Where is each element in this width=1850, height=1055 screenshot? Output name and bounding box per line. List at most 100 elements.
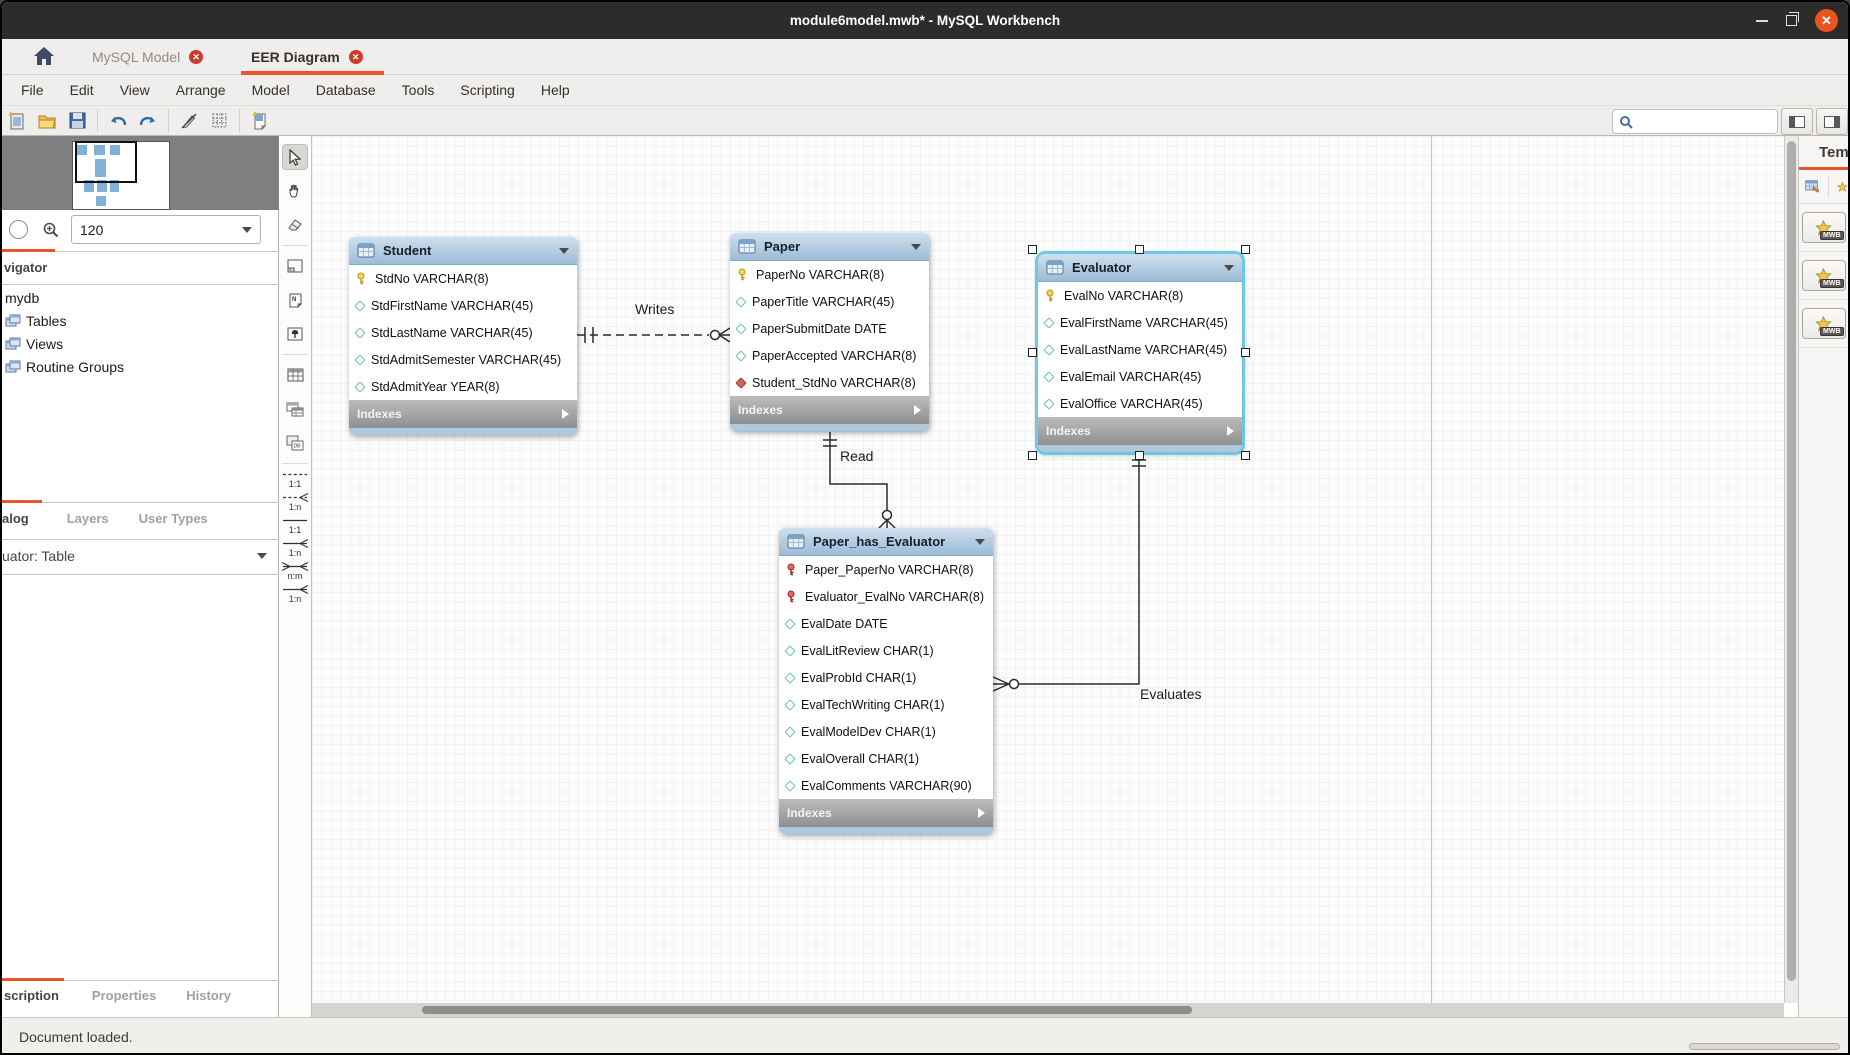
table-column-row[interactable]: Evaluator_EvalNo VARCHAR(8)	[779, 583, 993, 610]
toggle-grid-button[interactable]	[204, 108, 234, 134]
table-header[interactable]: Paper	[730, 233, 929, 261]
template-mwb-button[interactable]: MWB	[1801, 260, 1846, 291]
menu-file[interactable]: File	[21, 82, 44, 98]
relationship-evaluates[interactable]	[992, 452, 1146, 692]
table-column-row[interactable]: EvalOffice VARCHAR(45)	[1038, 390, 1242, 417]
tool-relationship-1-1-non-identifying[interactable]: 1:1	[280, 469, 310, 489]
close-tab-icon[interactable]: ✕	[348, 50, 363, 64]
tab-mysql-model[interactable]: MySQL Model ✕	[82, 39, 213, 75]
collapse-table-icon[interactable]	[911, 243, 921, 250]
tool-new-view[interactable]	[282, 396, 308, 422]
minimap-viewport[interactable]	[75, 141, 137, 183]
tool-select[interactable]	[282, 144, 308, 170]
tool-eraser[interactable]	[282, 212, 308, 238]
table-header[interactable]: Student	[349, 237, 577, 265]
vertical-scrollbar-thumb[interactable]	[1787, 141, 1796, 981]
tool-relationship-n-m-identifying[interactable]: n:m	[280, 561, 310, 581]
tool-relationship-1-n-identifying[interactable]: 1:n	[280, 584, 310, 604]
menu-scripting[interactable]: Scripting	[460, 82, 515, 98]
table-header[interactable]: Evaluator	[1038, 254, 1242, 282]
table-column-row[interactable]: EvalComments VARCHAR(90)	[779, 772, 993, 799]
horizontal-scrollbar-thumb[interactable]	[422, 1006, 1192, 1014]
search-input[interactable]	[1638, 114, 1758, 129]
tab-history[interactable]: History	[186, 988, 232, 1003]
tool-new-table[interactable]	[282, 362, 308, 388]
table-column-row[interactable]: EvalTechWriting CHAR(1)	[779, 691, 993, 718]
open-model-button[interactable]	[32, 108, 62, 134]
redo-button[interactable]	[133, 108, 163, 134]
table-column-row[interactable]: PaperSubmitDate DATE	[730, 315, 929, 342]
selection-handle[interactable]	[1241, 245, 1250, 254]
selection-handle[interactable]	[1135, 245, 1144, 254]
table-column-row[interactable]: PaperNo VARCHAR(8)	[730, 261, 929, 288]
zoom-out-icon[interactable]	[9, 220, 28, 239]
table-column-row[interactable]: EvalOverall CHAR(1)	[779, 745, 993, 772]
toggle-left-panel-button[interactable]	[1781, 108, 1813, 135]
template-mwb-button[interactable]: MWB	[1801, 212, 1846, 243]
indexes-bar[interactable]: Indexes	[779, 799, 993, 827]
table-column-row[interactable]: EvalLastName VARCHAR(45)	[1038, 336, 1242, 363]
new-model-button[interactable]	[2, 108, 32, 134]
menu-tools[interactable]: Tools	[401, 82, 435, 98]
tree-item-mydb[interactable]: mydb	[2, 286, 279, 309]
selection-handle[interactable]	[1028, 245, 1037, 254]
tab-eer-diagram[interactable]: EER Diagram ✕	[241, 39, 373, 75]
selection-handle[interactable]	[1135, 451, 1144, 460]
menu-view[interactable]: View	[119, 82, 150, 98]
table-column-row[interactable]: StdNo VARCHAR(8)	[349, 265, 577, 292]
tree-item-routine-groups[interactable]: Routine Groups	[2, 355, 279, 378]
table-column-row[interactable]: EvalDate DATE	[779, 610, 993, 637]
horizontal-scrollbar[interactable]	[312, 1003, 1784, 1017]
template-mwb-button[interactable]: MWB	[1801, 308, 1846, 339]
undo-button[interactable]	[103, 108, 133, 134]
relationship-label-writes[interactable]: Writes	[635, 301, 675, 317]
tool-new-routine-group[interactable]: DB	[282, 430, 308, 456]
selection-combobox[interactable]: uator: Table	[2, 548, 279, 564]
table-column-row[interactable]: EvalModelDev CHAR(1)	[779, 718, 993, 745]
selection-handle[interactable]	[1241, 451, 1250, 460]
minimize-icon[interactable]	[1756, 19, 1768, 22]
collapse-table-icon[interactable]	[1224, 264, 1234, 271]
table-column-row[interactable]: EvalNo VARCHAR(8)	[1038, 282, 1242, 309]
tab-user-types[interactable]: User Types	[138, 511, 208, 526]
table-column-row[interactable]: PaperTitle VARCHAR(45)	[730, 288, 929, 315]
zoom-in-icon[interactable]	[42, 221, 60, 239]
relationship-label-evaluates[interactable]: Evaluates	[1140, 686, 1202, 702]
collapse-table-icon[interactable]	[975, 538, 985, 545]
indexes-bar[interactable]: Indexes	[730, 396, 929, 424]
tree-item-tables[interactable]: Tables	[2, 309, 279, 332]
search-box[interactable]	[1612, 109, 1778, 134]
indexes-bar[interactable]: Indexes	[1038, 417, 1242, 445]
relationship-read[interactable]	[823, 432, 896, 529]
diagram-overview-minimap[interactable]	[2, 136, 279, 210]
vertical-scrollbar[interactable]	[1784, 136, 1798, 1003]
save-model-button[interactable]	[62, 108, 92, 134]
table-header[interactable]: Paper_has_Evaluator	[779, 528, 993, 556]
menu-model[interactable]: Model	[251, 82, 290, 98]
table-column-row[interactable]: StdAdmitYear YEAR(8)	[349, 373, 577, 400]
tool-relationship-1-1-identifying[interactable]: 1:1	[280, 515, 310, 535]
tab-properties[interactable]: Properties	[91, 988, 157, 1003]
table-column-row[interactable]: EvalFirstName VARCHAR(45)	[1038, 309, 1242, 336]
table-column-row[interactable]: PaperAccepted VARCHAR(8)	[730, 342, 929, 369]
tree-item-views[interactable]: Views	[2, 332, 279, 355]
edit-table-icon[interactable]	[1805, 178, 1820, 195]
table-column-row[interactable]: StdLastName VARCHAR(45)	[349, 319, 577, 346]
collapse-table-icon[interactable]	[559, 247, 569, 254]
menu-help[interactable]: Help	[540, 82, 570, 98]
home-tab[interactable]	[32, 45, 58, 69]
selection-handle[interactable]	[1028, 451, 1037, 460]
close-window-icon[interactable]: ✕	[1815, 9, 1838, 32]
menu-arrange[interactable]: Arrange	[175, 82, 226, 98]
close-tab-icon[interactable]: ✕	[189, 50, 204, 64]
relationship-writes[interactable]	[577, 327, 731, 343]
tool-relationship-1-n-identifying[interactable]: 1:n	[280, 538, 310, 558]
tool-relationship-1-n-non-identifying[interactable]: 1:n	[280, 492, 310, 512]
table-column-row[interactable]: EvalLitReview CHAR(1)	[779, 637, 993, 664]
table-column-row[interactable]: EvalProbId CHAR(1)	[779, 664, 993, 691]
